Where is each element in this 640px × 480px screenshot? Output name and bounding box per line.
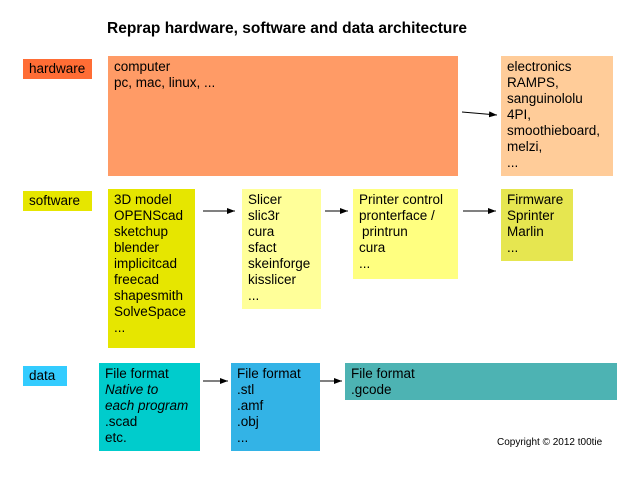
electronics-line: melzi,	[507, 139, 543, 154]
slicer-line: sfact	[248, 240, 277, 255]
slicer-line: Slicer	[248, 192, 282, 207]
slicer-line: kisslicer	[248, 272, 297, 287]
firmware-line: Sprinter	[507, 208, 555, 223]
model-software-box: 3D model OPENScad sketchup blender impli…	[108, 189, 195, 348]
stl-format-line: File format	[237, 366, 301, 381]
electronics-box: electronics RAMPS, sanguinololu 4PI, smo…	[501, 56, 613, 176]
model-software-line: SolveSpace	[114, 304, 187, 319]
electronics-line: 4PI,	[507, 107, 532, 122]
copyright-text: Copyright © 2012 t00tie	[497, 437, 603, 448]
printer-control-line: Printer control	[359, 192, 444, 207]
hardware-row-label: hardware	[23, 59, 92, 79]
native-format-line: each program	[105, 398, 189, 413]
native-format-line: File format	[105, 366, 169, 381]
printer-control-line: printrun	[362, 224, 408, 239]
native-format-line: Native to	[105, 382, 159, 397]
slicer-line: skeinforge	[248, 256, 311, 271]
electronics-line: RAMPS,	[507, 75, 559, 90]
model-software-line: ...	[114, 320, 126, 335]
diagram-title: Reprap hardware, software and data archi…	[107, 20, 468, 37]
gcode-format-box: File format .gcode	[345, 363, 617, 400]
firmware-box: Firmware Sprinter Marlin ...	[501, 189, 573, 261]
model-software-line: shapesmith	[114, 288, 184, 303]
stl-format-line: .amf	[237, 398, 264, 413]
software-row-label: software	[23, 191, 92, 211]
arrow-computer-to-electronics	[461, 111, 498, 118]
electronics-line: smoothieboard,	[507, 123, 601, 138]
stl-format-line: .stl	[237, 382, 255, 397]
native-format-box: File format Native to each program .scad…	[99, 363, 200, 451]
slicer-line: cura	[248, 224, 275, 239]
firmware-line: Firmware	[507, 192, 564, 207]
electronics-line: electronics	[507, 59, 572, 74]
printer-control-line: pronterface /	[359, 208, 435, 223]
slicer-line: slic3r	[248, 208, 280, 223]
computer-line: pc, mac, linux, ...	[114, 75, 216, 90]
model-software-line: 3D model	[114, 192, 172, 207]
native-format-line: etc.	[105, 430, 127, 445]
slicer-line: ...	[248, 288, 260, 303]
native-format-line: .scad	[105, 414, 138, 429]
printer-control-box: Printer control pronterface / printrun c…	[353, 189, 458, 279]
stl-format-line: ...	[237, 430, 249, 445]
model-software-line: blender	[114, 240, 160, 255]
firmware-line: Marlin	[507, 224, 544, 239]
data-row-label: data	[23, 366, 67, 386]
electronics-line: ...	[507, 155, 519, 170]
gcode-format-line: File format	[351, 366, 415, 381]
stl-format-box: File format .stl .amf .obj ...	[231, 363, 320, 451]
model-software-line: implicitcad	[114, 256, 178, 271]
model-software-line: OPENScad	[114, 208, 184, 223]
electronics-line: sanguinololu	[507, 91, 583, 106]
model-software-line: sketchup	[114, 224, 169, 239]
printer-control-line: cura	[359, 240, 386, 255]
computer-box: computer pc, mac, linux, ...	[108, 56, 458, 176]
stl-format-line: .obj	[237, 414, 259, 429]
slicer-box: Slicer slic3r cura sfact skeinforge kiss…	[242, 189, 321, 309]
computer-line: computer	[114, 59, 171, 74]
printer-control-line: ...	[359, 256, 371, 271]
model-software-line: freecad	[114, 272, 160, 287]
gcode-format-line: .gcode	[351, 382, 392, 397]
firmware-line: ...	[507, 240, 519, 255]
